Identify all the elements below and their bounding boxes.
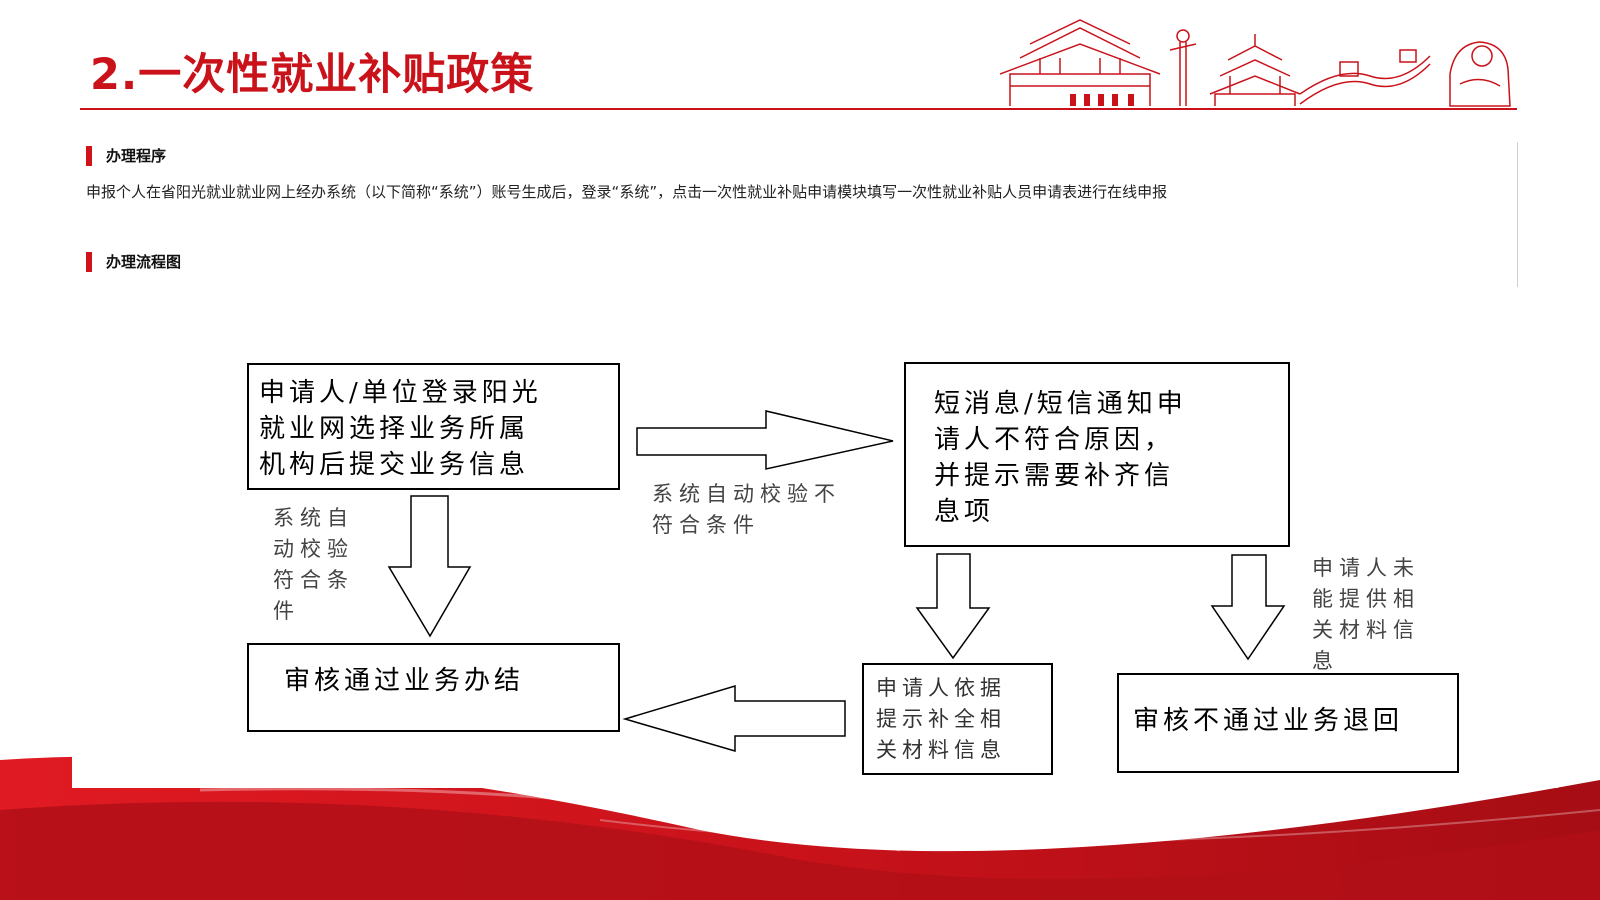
arrow-right-submit-to-notify xyxy=(636,410,894,470)
arrow-left-supplement-to-approved xyxy=(622,684,846,752)
vertical-divider xyxy=(1517,142,1518,287)
node-supplement-materials: 申请人依据 提示补全相 关材料信息 xyxy=(862,663,1053,775)
arrow-down-submit-to-approved xyxy=(387,495,472,638)
node-submit-application: 申请人/单位登录阳光 就业网选择业务所属 机构后提交业务信息 xyxy=(247,363,620,490)
section-marker xyxy=(86,146,92,166)
section-title: 办理程序 xyxy=(106,147,167,165)
arrow-down-notify-to-supplement xyxy=(915,553,991,660)
slide-title: 2.一次性就业补贴政策 xyxy=(90,50,535,100)
node-notify-applicant: 短消息/短信通知申 请人不符合原因， 并提示需要补齐信 息项 xyxy=(904,362,1290,547)
node-rejected: 审核不通过业务退回 xyxy=(1117,673,1459,773)
arrow-down-notify-to-rejected xyxy=(1210,554,1286,661)
section-title: 办理流程图 xyxy=(106,253,182,271)
label-no-materials: 申请人未 能提供相 关材料信 息 xyxy=(1312,556,1420,673)
node-approved: 审核通过业务办结 xyxy=(247,643,620,732)
red-wave-decoration xyxy=(0,756,1600,900)
beijing-landmarks-illustration xyxy=(1000,19,1511,107)
label-auto-check-pass: 系统自 动校验 符合条 件 xyxy=(273,506,354,623)
label-auto-check-fail: 系统自动校验不 符合条件 xyxy=(652,482,841,537)
title-underline xyxy=(80,108,1517,110)
section-marker xyxy=(86,252,92,272)
procedure-text: 申报个人在省阳光就业就业网上经办系统（以下简称“系统”）账号生成后，登录“系统”… xyxy=(86,183,1168,201)
